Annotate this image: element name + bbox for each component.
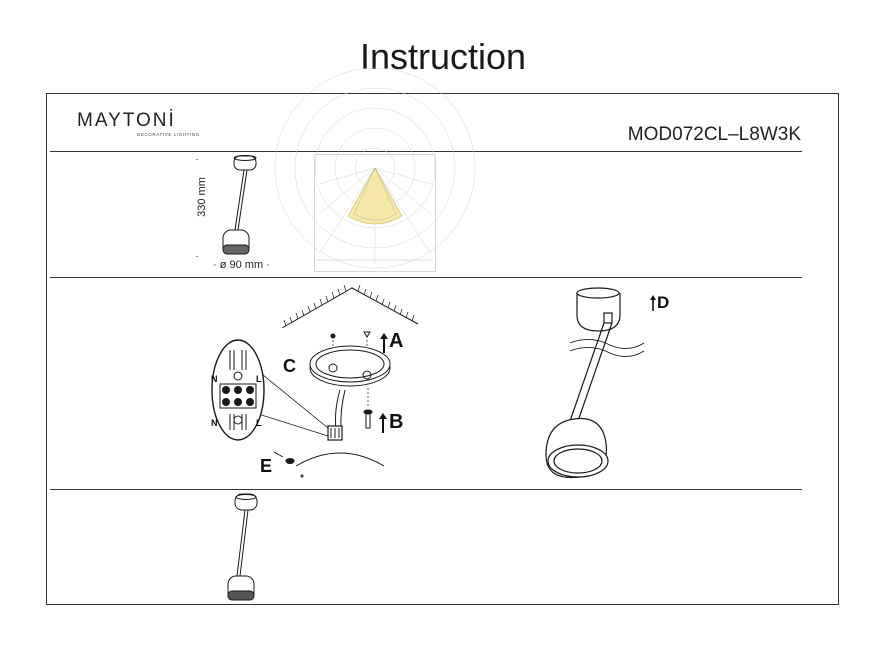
step-label-d: D <box>657 293 670 312</box>
step-label-a: A <box>389 330 404 352</box>
divider-header <box>50 151 802 152</box>
brand-logo: MAYTONİ <box>77 110 176 131</box>
step-label-e: E <box>260 456 273 476</box>
arrow-up-icon <box>650 295 656 311</box>
terminal-label-n-top: N <box>211 374 218 384</box>
assembled-lamp-drawing <box>227 493 258 601</box>
diameter-dimension: · ø 90 mm · <box>213 259 270 271</box>
page-title: Instruction <box>359 36 527 77</box>
arrow-up-icon <box>380 333 388 353</box>
light-distribution-diagram <box>274 67 476 272</box>
brand-subtitle: DECORATIVE LIGHTING <box>137 132 200 137</box>
model-number: MOD072CL–L8W3K <box>627 124 801 145</box>
instruction-frame <box>46 93 839 605</box>
step-label-b: B <box>389 411 404 433</box>
lamp-dimension-drawing <box>196 155 257 257</box>
step-label-c: C <box>283 356 296 376</box>
terminal-label-l-bottom: L <box>256 418 262 428</box>
installation-diagram <box>211 284 419 478</box>
arrow-up-icon <box>379 413 387 433</box>
divider-specs <box>50 277 802 278</box>
terminal-label-l-top: L <box>256 374 262 384</box>
divider-install <box>50 489 802 490</box>
pendant-detail-drawing <box>545 287 645 479</box>
terminal-label-n-bottom: N <box>211 418 218 428</box>
